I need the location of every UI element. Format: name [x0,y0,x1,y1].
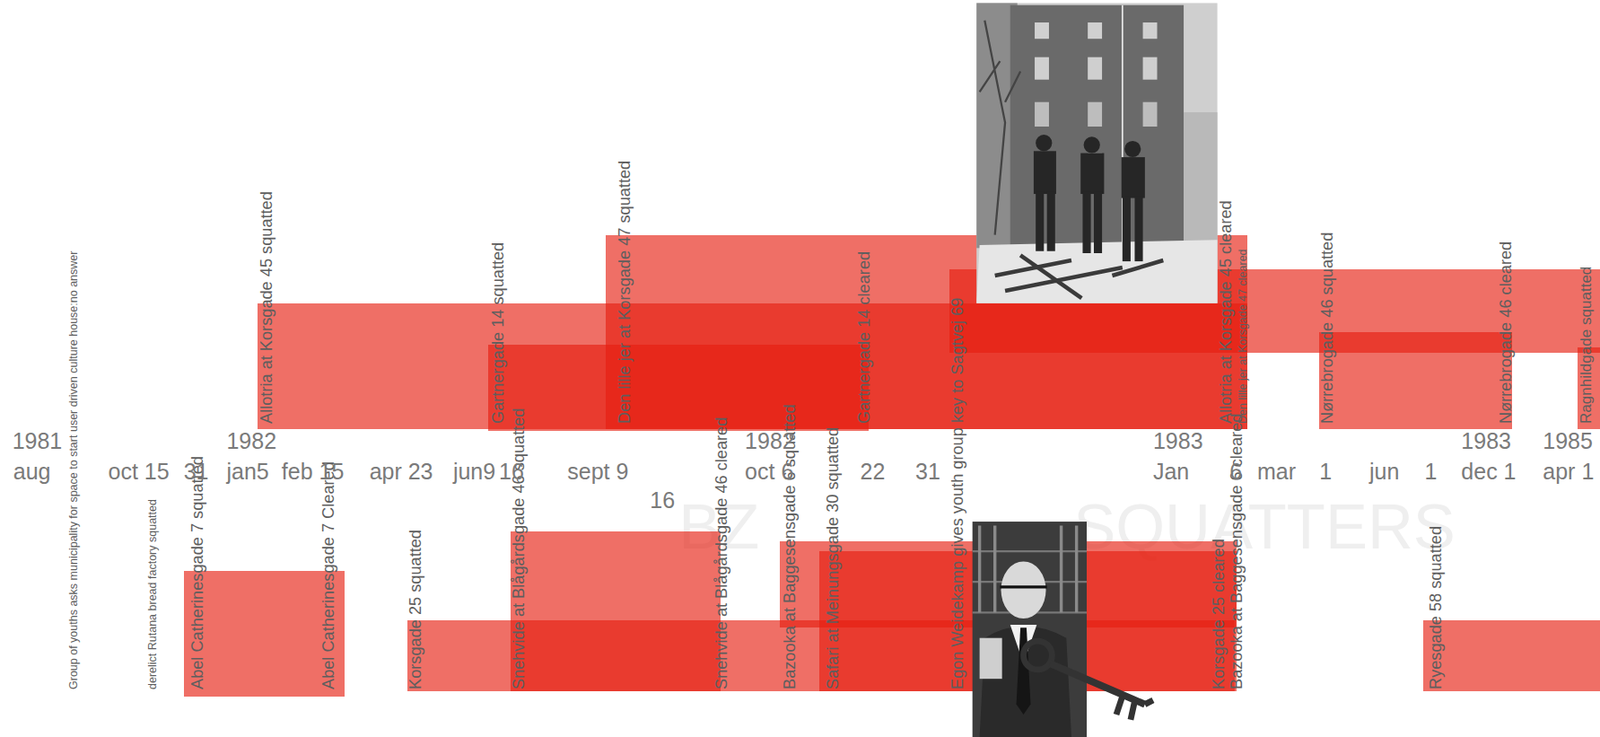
mayor-photo [972,521,1087,737]
timeline-bar: Gartnergade 14 squattedGartnergade 14 cl… [488,344,869,431]
event-label: Gartnergade 14 squatted [489,242,507,424]
event-label: Gartnergade 14 cleared [856,251,873,424]
axis-label: sept 9 [567,460,629,483]
axis-label: jun [1369,460,1399,483]
event-label: Ryesgade 58 squatted [1427,525,1444,690]
event-label: Egon Weidekamp gives youth group key to … [949,297,966,689]
axis-label: jan5 [226,460,269,483]
axis-label: 31 [915,460,941,483]
note-label: Group of youths asks municipality for sp… [67,239,80,689]
timeline-bar: Nørrebrogade 46 squattedNørrebrogade 46 … [1319,332,1513,429]
timeline-bar: Ragnhildgade squatted [1577,347,1600,429]
event-label: Abel Catherinesgade 7 Cleared [320,461,337,690]
axis-label: oct 6 [744,460,794,483]
axis-label: 22 [860,460,886,483]
axis-label: 1985 [1542,429,1593,453]
timeline-bar: Abel Catherinesgade 7 squattedAbel Cathe… [183,570,346,697]
event-label: Korsgade 25 squatted [407,529,424,690]
event-label: Ragnhildgade squatted [1578,266,1594,424]
timeline-bar: Ryesgade 58 squatted [1423,620,1600,691]
axis-label: jun9 [453,460,496,483]
event-label: Bazooka at Baggesensgade 6 cleared [1228,412,1245,689]
key [1023,640,1154,720]
event-label: Allotria at Korsgade 45 cleared [1217,200,1234,424]
axis-label: Jan [1153,460,1190,483]
axis-label: 16 [649,489,675,512]
axis-label: 31 [183,460,210,483]
note-label: derelict Rutana bread factory squatted [147,498,159,690]
axis-label: 1982 [744,429,796,453]
axis-label: 16 [498,460,525,483]
event-label: Allotria at Korsgade 45 squatted [258,191,275,424]
event-label: Safari at Meinungsgade 30 squatted [824,426,841,689]
axis-label: apr 1 [1542,460,1594,483]
event-label: Den lille jer at Korsgade 47 cleared [1237,248,1250,424]
axis-label: 1981 [12,429,63,453]
axis-label: 1 [1424,460,1437,483]
event-label: Snehvide at Blågårdsgade 46 squatted [510,407,527,689]
event-label: Nørrebrogade 46 cleared [1497,241,1514,424]
event-label: Abel Catherinesgade 7 squatted [189,455,206,690]
axis-label: aug [13,460,52,483]
timeline-bar: Snehvide at Blågårdsgade 46 squattedSneh… [510,531,721,691]
squat-photo [976,2,1217,303]
axis-label: 1983 [1460,429,1512,453]
axis-label: oct 15 [108,460,170,483]
axis-label: dec 1 [1460,460,1516,483]
axis-label: feb 15 [281,460,345,483]
axis-label: mar [1257,460,1296,483]
event-label: Nørrebrogade 46 squatted [1319,232,1336,424]
axis-label: apr 23 [369,460,434,483]
axis-label: 1982 [226,429,277,453]
axis-label: 1 [1319,460,1332,483]
event-label: Den lille jer at Korsgade 47 squatted [616,160,633,424]
event-label: Korsgade 25 cleared [1210,538,1227,690]
event-label: Snehvide at Blågårdsgade 46 cleared [713,416,730,689]
axis-label: 6 [1229,460,1242,483]
axis-label: 1983 [1153,429,1204,453]
